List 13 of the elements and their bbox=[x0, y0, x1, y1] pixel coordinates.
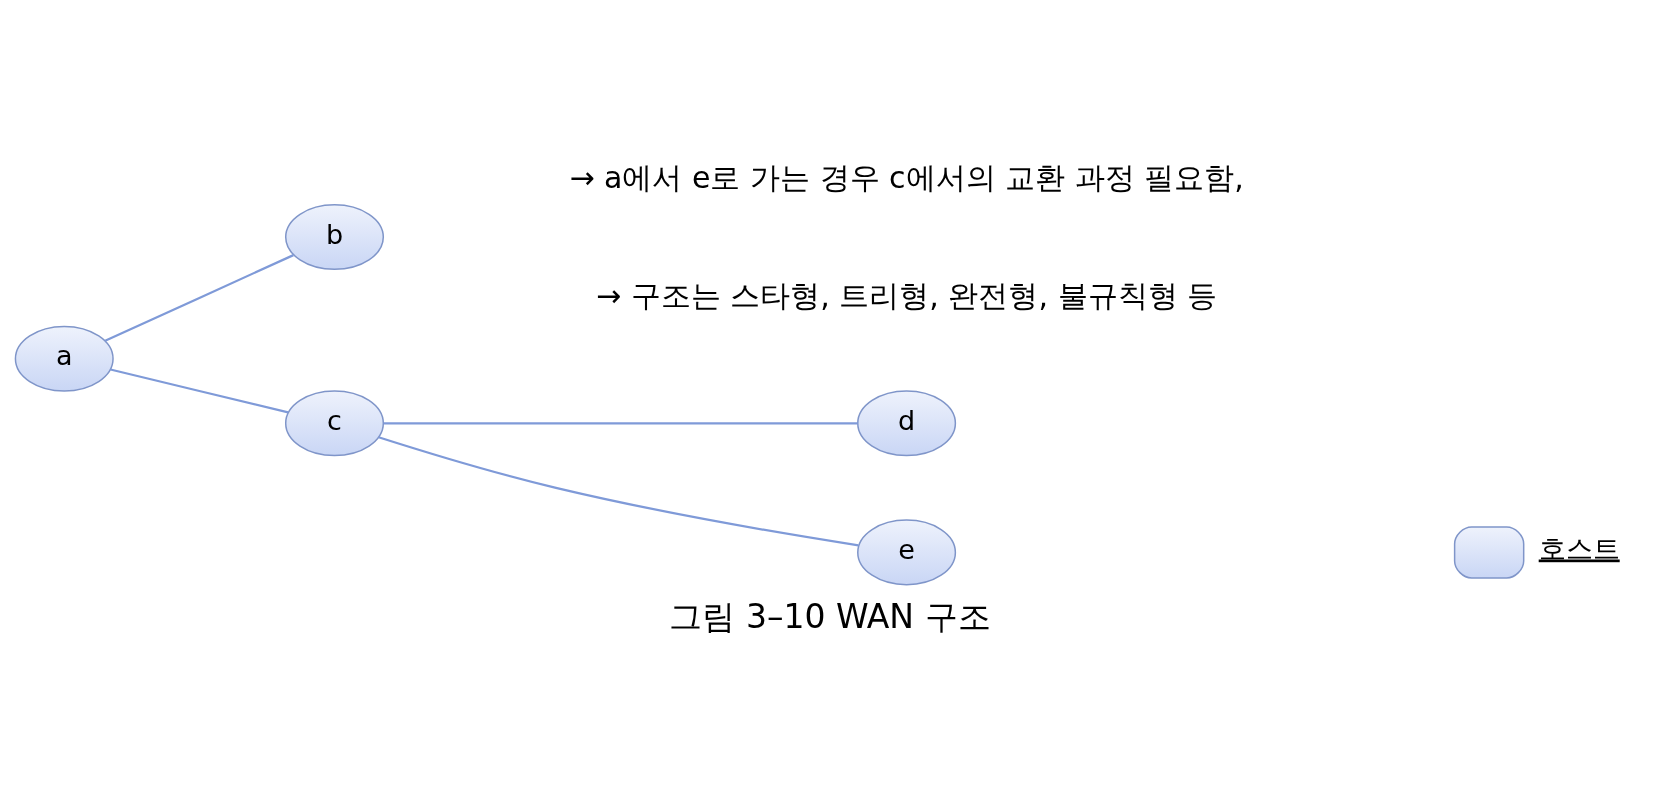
caption: 그림 3–10 WAN 구조 bbox=[669, 596, 991, 636]
node-ellipse: e bbox=[857, 518, 957, 585]
connector bbox=[110, 367, 289, 414]
node-ellipse: c bbox=[284, 389, 385, 456]
node-ellipse: d bbox=[857, 389, 957, 456]
connector bbox=[378, 435, 859, 546]
label: → a에서 e로 가는 경우 c에서의 교환 과정 필요함, bbox=[569, 159, 1244, 195]
legend-label: 호스트 bbox=[1538, 532, 1620, 564]
node-ellipse: b bbox=[284, 203, 385, 270]
connector bbox=[383, 421, 858, 424]
label: → 구조는 스타형, 트리형, 완전형, 불규칙형 등 bbox=[596, 277, 1218, 313]
connector bbox=[104, 253, 294, 342]
node-ellipse: a bbox=[14, 325, 114, 392]
